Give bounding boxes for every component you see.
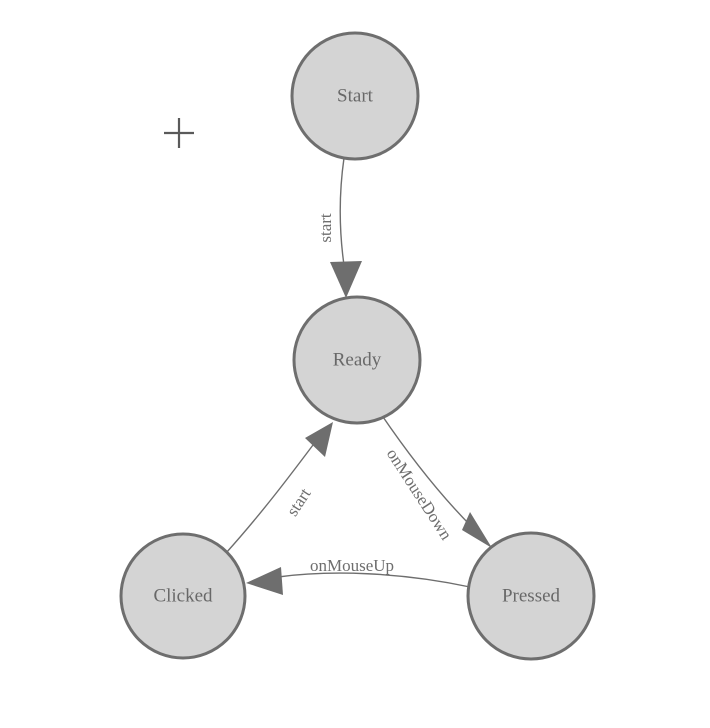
node-clicked-label: Clicked [153,585,213,606]
node-ready[interactable]: Ready [292,295,422,425]
node-pressed[interactable]: Pressed [466,531,596,661]
node-start[interactable]: Start [290,31,420,161]
edge-start-to-ready[interactable] [330,157,362,298]
edge-path-clicked-to-ready [225,444,314,554]
node-start-circle [290,31,420,161]
node-start-label: Start [337,85,374,106]
edge-label-pressed-to-clicked: onMouseUp [310,556,394,575]
node-pressed-label: Pressed [502,585,561,606]
edge-label-clicked-to-ready: start [283,484,315,519]
edge-path-pressed-to-clicked [277,572,471,588]
edge-path-start-to-ready [339,157,346,273]
arrowhead-pressed-to-clicked [246,567,283,595]
node-pressed-circle [466,531,596,661]
arrowhead-clicked-to-ready [305,422,333,457]
edge-ready-to-pressed[interactable] [380,413,492,548]
edge-label-start-to-ready: start [316,213,335,243]
edge-pressed-to-clicked[interactable] [246,567,471,595]
node-ready-label: Ready [333,349,382,370]
edge-clicked-to-ready[interactable] [225,422,333,554]
node-clicked-circle [119,532,247,660]
node-clicked[interactable]: Clicked [119,532,247,660]
edge-path-ready-to-pressed [380,413,474,529]
node-ready-circle [292,295,422,425]
crosshair-icon[interactable] [164,118,194,148]
arrowhead-ready-to-pressed [462,512,492,548]
arrowhead-start-to-ready [330,261,362,298]
edge-label-ready-to-pressed: onMouseDown [383,445,456,544]
